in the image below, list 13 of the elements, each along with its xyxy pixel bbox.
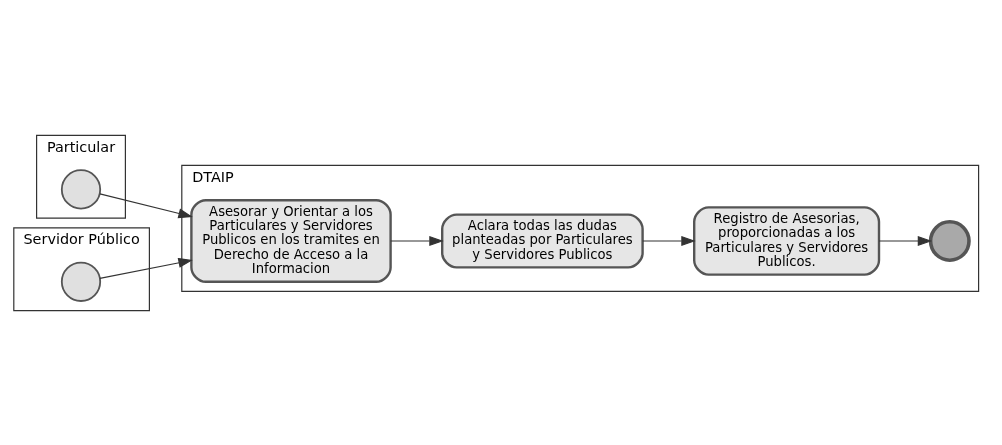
arrow [878, 235, 933, 246]
arrow [390, 235, 444, 246]
node-box: Aclara todas las dudas planteadas por Particulares y Servidores Publicos [441, 212, 644, 269]
arrow [642, 235, 696, 246]
node-circle [60, 261, 102, 302]
cluster: Servidor Público [13, 226, 150, 311]
arrow [99, 192, 193, 218]
node-circle [60, 168, 102, 209]
cluster: Particular [36, 134, 126, 219]
node-box: Asesorar y Orientar a los Particulares y Servidores Publicos en los tramites en Derecho de Acceso a la Informacion [190, 198, 392, 283]
node-box: Registro de Asesorias, proporcionadas a los Particulares y Servidores Publicos. [693, 205, 881, 276]
node-circle [928, 219, 971, 262]
arrow [99, 257, 193, 279]
